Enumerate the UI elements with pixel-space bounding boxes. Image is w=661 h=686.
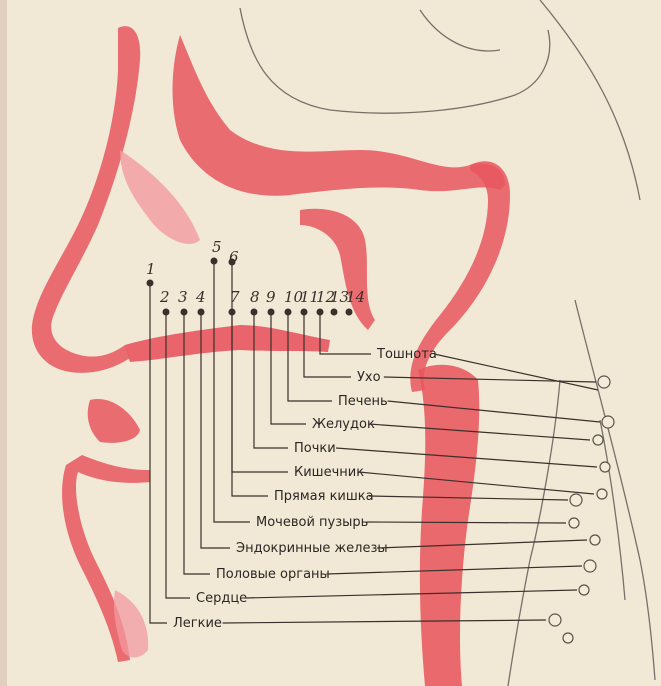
- pit-12: [563, 633, 573, 643]
- point-number: 14: [346, 288, 365, 306]
- point-label: Половые органы: [216, 567, 330, 582]
- pit-9: [584, 560, 596, 572]
- point-label: Мочевой пузырь: [256, 515, 368, 530]
- pit-8: [590, 535, 600, 545]
- point-number: 5: [212, 238, 222, 256]
- point-dot: [346, 309, 353, 316]
- pit-10: [579, 585, 589, 595]
- pit-4: [600, 462, 610, 472]
- point-label: Легкие: [173, 616, 222, 631]
- point-label: Желудок: [312, 417, 375, 432]
- point-number: 3: [178, 288, 188, 306]
- pit-2: [602, 416, 614, 428]
- point-number: 9: [266, 288, 276, 306]
- point-label: Печень: [338, 394, 388, 409]
- page-edge: [0, 0, 7, 686]
- pit-3: [593, 435, 603, 445]
- point-number: 7: [230, 288, 240, 306]
- point-dot: [331, 309, 338, 316]
- point-label: Тошнота: [376, 347, 437, 362]
- point-label: Прямая кишка: [274, 489, 374, 504]
- point-number: 4: [195, 288, 206, 306]
- point-label: Эндокринные железы: [236, 541, 388, 556]
- point-label: Сердце: [196, 591, 247, 606]
- pit-1: [598, 376, 610, 388]
- point-number: 8: [250, 288, 260, 306]
- point-number: 2: [159, 288, 170, 306]
- pit-6: [570, 494, 582, 506]
- point-number: 1: [146, 260, 156, 278]
- pit-5: [597, 489, 607, 499]
- pit-11: [549, 614, 561, 626]
- point-label: Кишечник: [294, 465, 364, 480]
- pit-7: [569, 518, 579, 528]
- point-label: Ухо: [357, 370, 381, 385]
- point-label: Почки: [294, 441, 336, 456]
